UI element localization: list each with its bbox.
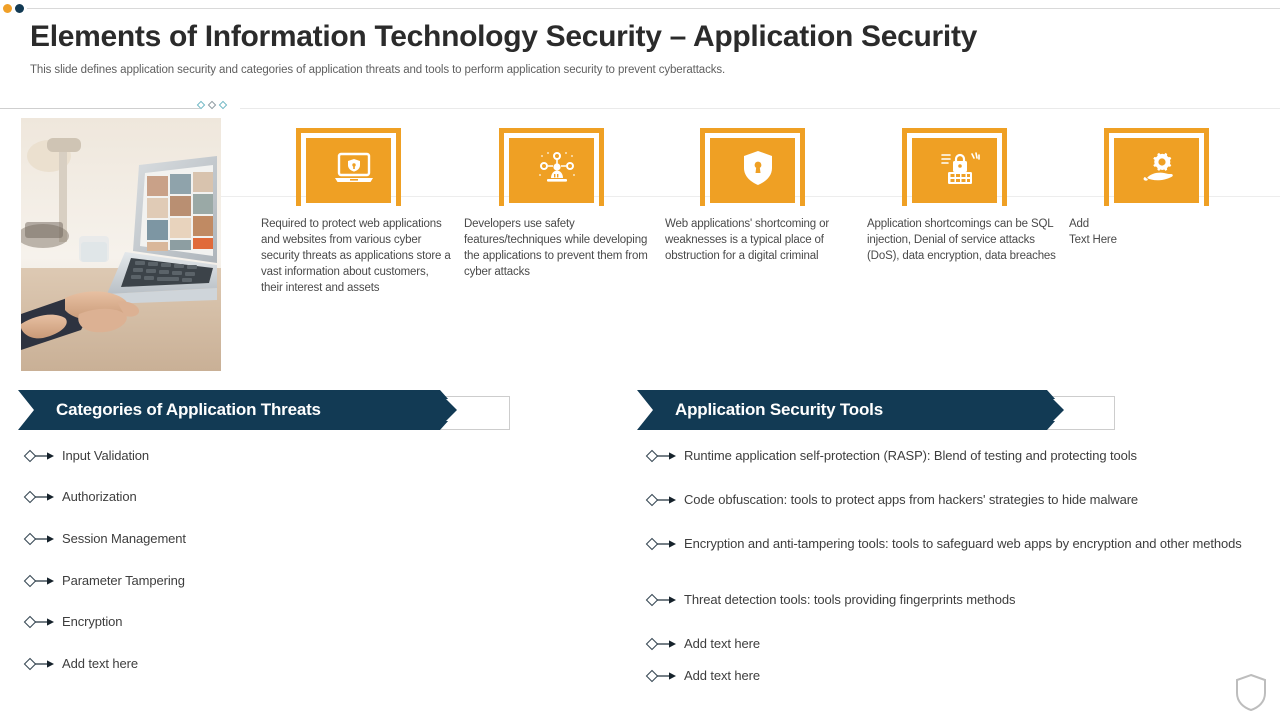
- header: Elements of Information Technology Secur…: [30, 20, 1250, 76]
- shield-lock-icon: [705, 133, 810, 203]
- top-rule: [27, 8, 1280, 9]
- page-title: Elements of Information Technology Secur…: [30, 20, 978, 53]
- hero-photo: [21, 118, 221, 371]
- diamond-arrow-icon: [644, 446, 684, 464]
- shield-watermark-icon: [1234, 672, 1268, 712]
- diamond-arrow-icon: [22, 529, 62, 547]
- banner-shape: Categories of Application Threats: [18, 390, 458, 430]
- icon-card-text: Developers use safety features/technique…: [464, 218, 648, 278]
- divider-left: [0, 108, 200, 109]
- list-item-label: Session Management: [62, 531, 186, 546]
- section-banner: Application Security Tools: [637, 390, 1117, 430]
- list-item-label: Encryption and anti-tampering tools: too…: [684, 536, 1242, 551]
- diamond-arrow-icon: [644, 534, 684, 552]
- card-frame: [1104, 128, 1209, 206]
- diamond-icon: [196, 100, 206, 110]
- diamond-arrow-icon: [644, 634, 684, 652]
- double-chevron-icon: [1050, 390, 1090, 430]
- developer-network-icon: [504, 133, 609, 203]
- list-item-label: Encryption: [62, 614, 123, 629]
- card-frame: [499, 128, 604, 206]
- diamond-icon: [218, 100, 228, 110]
- icon-card: Add Text Here: [1063, 128, 1268, 246]
- card-frame: [902, 128, 1007, 206]
- list-item[interactable]: Encryption and anti-tampering tools: too…: [644, 534, 1244, 556]
- navy-dot-icon: [15, 4, 24, 13]
- icon-card-text: Web applications' shortcoming or weaknes…: [665, 218, 830, 262]
- icon-card-text: Application shortcomings can be SQL inje…: [867, 218, 1056, 262]
- card-frame: [700, 128, 805, 206]
- double-chevron-icon: [443, 390, 483, 430]
- list-item-label: Runtime application self-protection (RAS…: [684, 448, 1137, 463]
- list-item-label: Code obfuscation: tools to protect apps …: [684, 492, 1139, 507]
- diamond-arrow-icon: [22, 487, 62, 505]
- icon-card: Application shortcomings can be SQL inje…: [861, 128, 1066, 262]
- icon-card-text: Add Text Here: [1069, 218, 1117, 246]
- top-dots: [3, 4, 24, 13]
- section-title: Categories of Application Threats: [56, 400, 321, 419]
- list-item[interactable]: Add text here: [644, 666, 1244, 688]
- list-item-label: Parameter Tampering: [62, 573, 185, 588]
- diamond-arrow-icon: [22, 446, 62, 464]
- section-banner: Categories of Application Threats: [18, 390, 510, 430]
- list-item[interactable]: Parameter Tampering: [22, 571, 582, 593]
- diamond-ornament: [196, 100, 228, 110]
- icon-card: Developers use safety features/technique…: [458, 128, 663, 278]
- list-item[interactable]: Add text here: [22, 654, 582, 676]
- list-item-label: Threat detection tools: tools providing …: [684, 592, 1016, 607]
- card-frame: [296, 128, 401, 206]
- hand-gear-icon: [1109, 133, 1214, 203]
- list-item-label: Add text here: [62, 656, 139, 671]
- icon-card: Web applications' shortcoming or weaknes…: [659, 128, 864, 262]
- amber-dot-icon: [3, 4, 12, 13]
- list-item-label: Add text here: [684, 636, 761, 651]
- list-item[interactable]: Add text here: [644, 634, 1244, 656]
- list-item[interactable]: Session Management: [22, 529, 582, 551]
- list-item-label: Input Validation: [62, 448, 150, 463]
- diamond-arrow-icon: [644, 590, 684, 608]
- list-item[interactable]: Code obfuscation: tools to protect apps …: [644, 490, 1244, 512]
- laptop-shield-icon: [301, 133, 406, 203]
- icon-cards: Required to protect web applications and…: [255, 128, 1265, 318]
- list-item-label: Add text here: [684, 668, 761, 683]
- icon-card: Required to protect web applications and…: [255, 128, 460, 294]
- database-lock-icon: [907, 133, 1012, 203]
- list-item-label: Authorization: [62, 489, 137, 504]
- list-item[interactable]: Encryption: [22, 612, 582, 634]
- diamond-arrow-icon: [22, 571, 62, 589]
- banner-shape: Application Security Tools: [637, 390, 1065, 430]
- diamond-arrow-icon: [22, 612, 62, 630]
- list-item[interactable]: Runtime application self-protection (RAS…: [644, 446, 1244, 468]
- divider-right: [240, 108, 1280, 109]
- diamond-arrow-icon: [644, 666, 684, 684]
- diamond-arrow-icon: [22, 654, 62, 672]
- list-item[interactable]: Threat detection tools: tools providing …: [644, 590, 1244, 612]
- list-item[interactable]: Input Validation: [22, 446, 582, 468]
- diamond-icon: [207, 100, 217, 110]
- list-item[interactable]: Authorization: [22, 487, 582, 509]
- section-title: Application Security Tools: [675, 400, 883, 419]
- icon-card-text: Required to protect web applications and…: [261, 218, 451, 294]
- page-subtitle: This slide defines application security …: [30, 63, 726, 76]
- diamond-arrow-icon: [644, 490, 684, 508]
